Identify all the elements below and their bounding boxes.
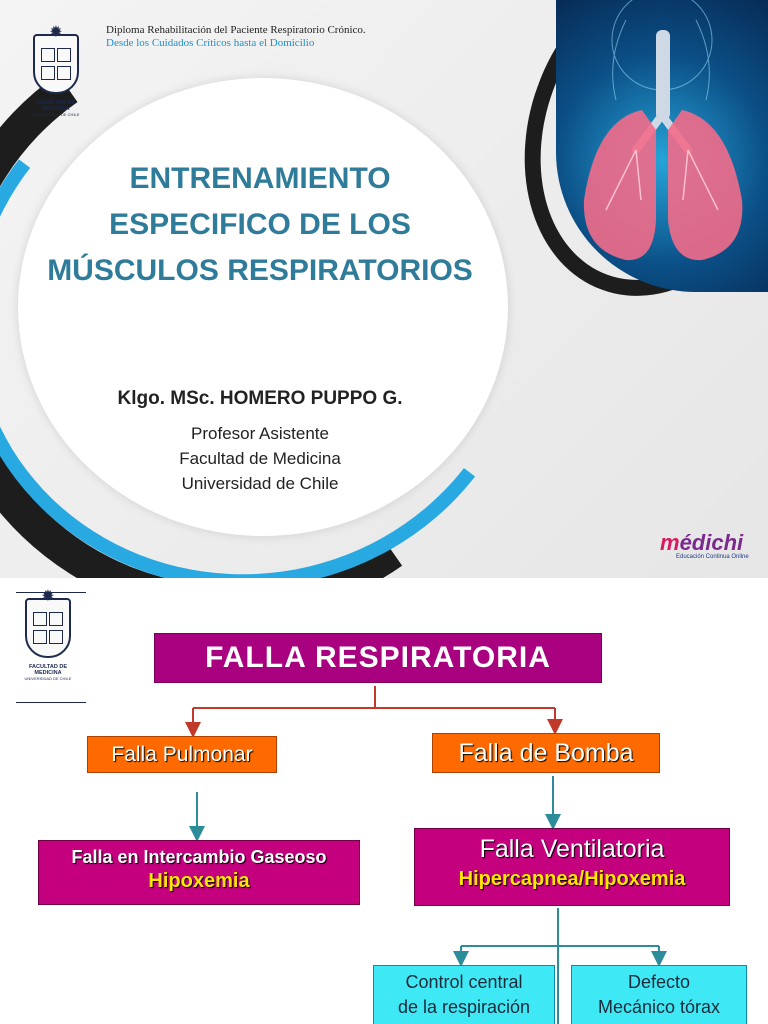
affiliation-line: Facultad de Medicina	[179, 449, 341, 468]
box-highlight: Hipercapnea/Hipoxemia	[458, 868, 686, 890]
falla-ventilatoria-box: Falla Ventilatoria Hipercapnea/Hipoxemia	[414, 828, 730, 906]
affiliation-line: Profesor Asistente	[191, 424, 329, 443]
logo-line2: UNIVERSIDAD DE CHILE	[24, 676, 72, 681]
logo-line1: FACULTAD DE MEDICINA	[29, 664, 67, 676]
intercambio-gaseoso-box: Falla en Intercambio Gaseoso Hipoxemia	[38, 840, 360, 905]
falla-pulmonar-box: Falla Pulmonar	[87, 736, 277, 773]
box-line: de la respiración	[397, 997, 531, 1017]
defecto-mecanico-box: Defecto Mecánico tórax	[571, 965, 747, 1024]
title-slide: ✹ FACULTAD DE MEDICINA UNIVERSIDAD DE CH…	[0, 0, 768, 578]
box-line: Control central	[405, 972, 523, 992]
box-line: Falla Ventilatoria	[479, 835, 665, 863]
diploma-title: Diploma Rehabilitación del Paciente Resp…	[106, 24, 366, 36]
faculty-logo: ✹ FACULTAD DE MEDICINA UNIVERSIDAD DE CH…	[16, 586, 80, 681]
logo-line2: UNIVERSIDAD DE CHILE	[32, 112, 80, 117]
lungs-illustration	[556, 0, 768, 292]
logo-rule	[16, 702, 86, 703]
crest-icon: ✹	[25, 586, 71, 658]
brand-tagline: Educación Continua Online	[676, 554, 749, 560]
logo-rule	[16, 592, 86, 593]
diagram-connectors	[185, 686, 667, 1024]
falla-bomba-box: Falla de Bomba	[432, 733, 660, 773]
author-name: Klgo. MSc. HOMERO PUPPO G.	[117, 388, 403, 409]
control-central-box: Control central de la respiración	[373, 965, 555, 1024]
box-line: Defecto	[627, 972, 691, 992]
title-circle	[18, 78, 508, 536]
diagram-slide: ✹ FACULTAD DE MEDICINA UNIVERSIDAD DE CH…	[0, 578, 768, 1024]
box-highlight: Hipoxemia	[148, 870, 250, 892]
diploma-header: Diploma Rehabilitación del Paciente Resp…	[106, 24, 366, 50]
box-line: Falla en Intercambio Gaseoso	[71, 847, 327, 867]
crest-icon: ✹	[33, 22, 79, 94]
logo-line1: FACULTAD DE MEDICINA	[37, 100, 75, 112]
brand-rest: édichi	[679, 530, 744, 555]
falla-respiratoria-box: FALLA RESPIRATORIA	[154, 633, 602, 683]
medichi-logo: médichi Educación Continua Online	[660, 530, 749, 560]
faculty-logo: ✹ FACULTAD DE MEDICINA UNIVERSIDAD DE CH…	[24, 22, 88, 117]
box-line: Mecánico tórax	[597, 997, 721, 1017]
author-affiliation: Profesor Asistente Facultad de Medicina …	[40, 421, 480, 496]
diploma-subtitle: Desde los Cuidados Críticos hasta el Dom…	[106, 37, 315, 49]
presentation-title: ENTRENAMIENTO ESPECIFICO DE LOS MÚSCULOS…	[47, 162, 473, 287]
affiliation-line: Universidad de Chile	[181, 474, 339, 493]
brand-letter: m	[660, 530, 680, 555]
lungs-icon	[583, 0, 743, 261]
